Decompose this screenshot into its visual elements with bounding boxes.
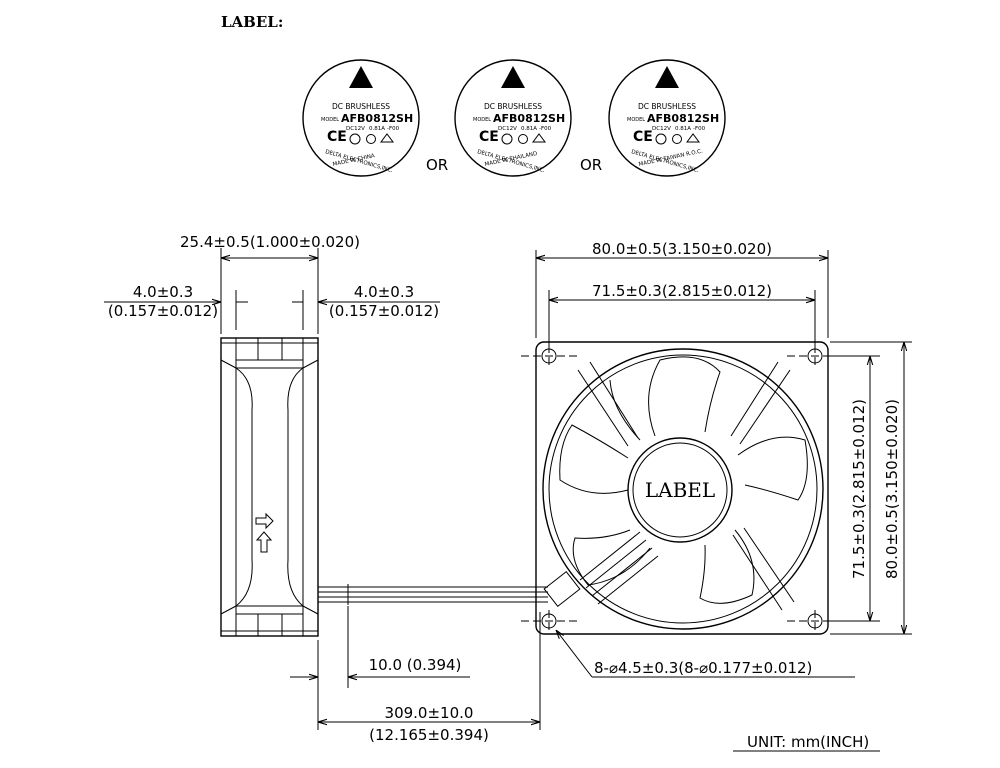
ul-mark-1	[349, 133, 361, 145]
ce-mark-3: CE	[633, 129, 653, 145]
side-width-dimension: 25.4±0.5(1.000±0.020)	[180, 233, 360, 334]
hole-spacing-h-label: 71.5±0.3(2.815±0.012)	[592, 282, 772, 300]
left-flange-inch-label: (0.157±0.012)	[108, 302, 218, 320]
lead-wire	[318, 584, 548, 605]
rotation-arrow-icon	[255, 531, 273, 553]
front-view: LABEL	[521, 341, 843, 635]
front-height-dimension: 80.0±0.5(3.150±0.020)	[830, 341, 912, 635]
left-flange-label: 4.0±0.3	[133, 283, 193, 301]
right-flange-label: 4.0±0.3	[354, 283, 414, 301]
outer-width-label: 80.0±0.5(3.150±0.020)	[592, 240, 772, 258]
tuv-mark-2	[518, 134, 528, 144]
right-flange-inch-label: (0.157±0.012)	[329, 302, 439, 320]
hole-spacing-horizontal-dimension: 71.5±0.3(2.815±0.012)	[548, 282, 816, 346]
mounting-hole-label: 8-⌀4.5±0.3(8-⌀0.177±0.012)	[594, 659, 812, 677]
vde-mark-1	[380, 133, 394, 143]
hole-spacing-vertical-dimension: 71.5±0.3(2.815±0.012)	[830, 355, 880, 622]
mounting-hole-callout: 8-⌀4.5±0.3(8-⌀0.177±0.012)	[556, 630, 855, 678]
ul-mark-2	[501, 133, 513, 145]
label-3-current: 0.81A	[675, 126, 691, 132]
label-3-model: AFB0812SH	[647, 112, 719, 125]
label-title: LABEL:	[221, 13, 283, 31]
side-width-label: 25.4±0.5(1.000±0.020)	[180, 233, 360, 251]
label-3-model-prefix: MODEL	[627, 117, 645, 123]
vde-mark-3	[686, 133, 700, 143]
label-1-model-prefix: MODEL	[321, 117, 339, 123]
or-separator-2: OR	[580, 156, 602, 174]
label-2-suffix: -F00	[539, 126, 552, 132]
label-3-suffix: -F00	[693, 126, 706, 132]
flange-dimensions: 4.0±0.3 (0.157±0.012) 4.0±0.3 (0.157±0.0…	[104, 283, 440, 330]
ce-mark-1: CE	[327, 129, 347, 145]
label-1-rating: DC12V	[346, 126, 365, 132]
unit-label: UNIT: mm(INCH)	[747, 733, 869, 751]
hole-spacing-v-label: 71.5±0.3(2.815±0.012)	[850, 399, 868, 579]
label-1-model: AFB0812SH	[341, 112, 413, 125]
product-label-1: DC BRUSHLESS MODEL AFB0812SH CE DC12V 0.…	[302, 59, 420, 177]
label-2-product: DC BRUSHLESS	[484, 102, 542, 111]
label-1-suffix: -F00	[387, 126, 400, 132]
label-2-model: AFB0812SH	[493, 112, 565, 125]
label-1-product: DC BRUSHLESS	[332, 102, 390, 111]
tuv-mark-3	[672, 134, 682, 144]
label-2-rating: DC12V	[498, 126, 517, 132]
product-label-3: DC BRUSHLESS MODEL AFB0812SH CE DC12V 0.…	[608, 59, 726, 177]
hub-label: LABEL	[645, 478, 715, 502]
ce-mark-2: CE	[479, 129, 499, 145]
tuv-mark-1	[366, 134, 376, 144]
outer-height-label: 80.0±0.5(3.150±0.020)	[883, 399, 901, 579]
ul-mark-3	[655, 133, 667, 145]
wire-length-label: 309.0±10.0	[385, 704, 474, 722]
product-label-2: DC BRUSHLESS MODEL AFB0812SH CE DC12V 0.…	[454, 59, 572, 177]
fan-blades	[559, 356, 808, 604]
label-2-current: 0.81A	[521, 126, 537, 132]
label-1-current: 0.81A	[369, 126, 385, 132]
strip-length-label: 10.0 (0.394)	[369, 656, 462, 674]
or-separator-1: OR	[426, 156, 448, 174]
vde-mark-2	[532, 133, 546, 143]
label-3-product: DC BRUSHLESS	[638, 102, 696, 111]
front-width-dimension: 80.0±0.5(3.150±0.020)	[535, 240, 829, 338]
side-view	[220, 337, 319, 637]
airflow-arrow-icon	[255, 512, 274, 530]
lead-wire-dimensions: 10.0 (0.394) 309.0±10.0 (12.165±0.394)	[290, 606, 541, 744]
wire-length-inch-label: (12.165±0.394)	[369, 726, 489, 744]
label-2-model-prefix: MODEL	[473, 117, 491, 123]
label-3-rating: DC12V	[652, 126, 671, 132]
